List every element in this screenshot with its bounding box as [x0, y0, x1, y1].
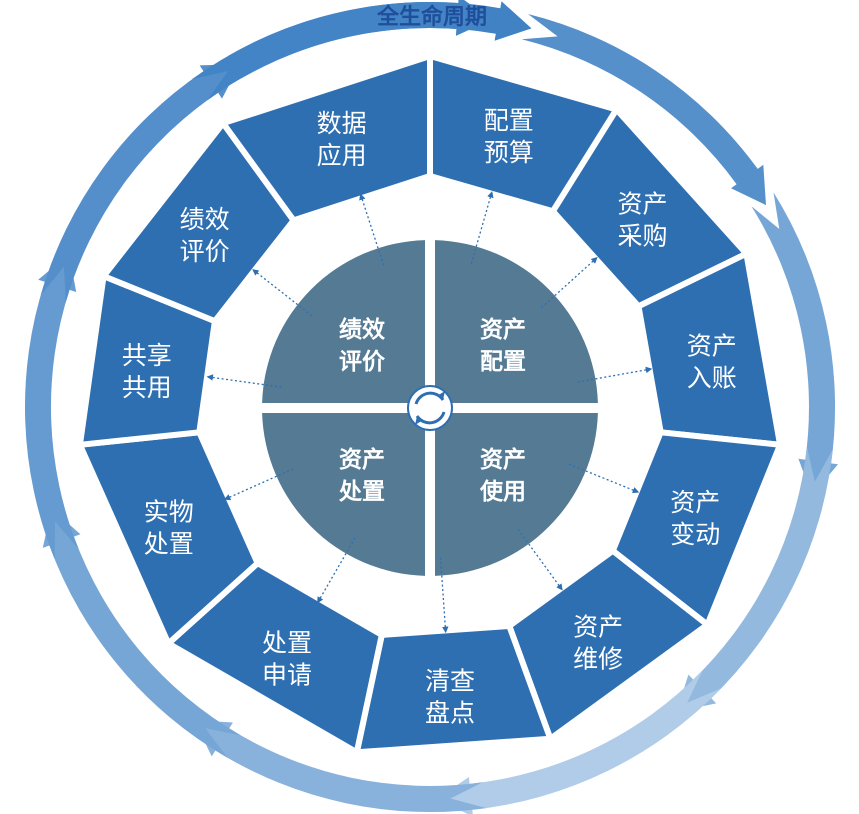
- cycle-arrow-segment: [521, 14, 766, 206]
- connector-arrows: [206, 191, 653, 634]
- outer-segment-label: 处置: [262, 629, 312, 658]
- inner-quadrant-label: 资产: [480, 446, 526, 473]
- connector-arrow: [541, 256, 598, 309]
- outer-segment-label: 资产: [617, 190, 667, 219]
- inner-quadrant-label: 资产: [480, 316, 526, 343]
- connector-arrow: [223, 468, 294, 501]
- outer-segment-label: 采购: [617, 222, 667, 251]
- inner-core: [262, 240, 598, 576]
- connector-arrow: [517, 529, 563, 591]
- inner-quadrant: [435, 240, 598, 403]
- outer-segment-label: 数据: [317, 109, 367, 138]
- outer-segment-label: 配置: [484, 106, 534, 135]
- outer-segment-label: 盘点: [425, 698, 475, 727]
- inner-quadrant-label: 使用: [479, 479, 526, 505]
- connector-arrow: [359, 193, 385, 266]
- cycle-arrow-segment: [191, 0, 492, 101]
- outer-segment-label: 变动: [670, 520, 720, 549]
- inner-quadrant-label: 绩效: [339, 316, 385, 343]
- outer-segment-label: 应用: [317, 141, 367, 170]
- cycle-arrow-segment: [24, 253, 79, 559]
- connector-arrow: [206, 374, 282, 388]
- outer-ring-labels: 配置预算资产采购资产入账资产变动资产维修清查盘点处置申请实物处置共享共用绩效评价…: [122, 106, 737, 727]
- connector-arrow: [252, 268, 313, 317]
- inner-quadrant: [262, 413, 425, 576]
- inner-quadrant: [262, 240, 425, 403]
- cycle-arrow-segment: [436, 670, 722, 814]
- connector-arrow: [568, 463, 640, 494]
- outer-segment-label: 绩效: [180, 205, 230, 234]
- outer-segment-label: 实物: [144, 497, 194, 526]
- connector-arrow: [577, 366, 653, 383]
- outer-segment-label: 资产: [573, 612, 623, 641]
- outer-segment-label: 预算: [484, 138, 534, 167]
- inner-quadrant-label: 配置: [480, 349, 526, 375]
- outer-segment-label: 资产: [687, 331, 737, 360]
- diagram-title: 全生命周期: [376, 4, 487, 30]
- connector-arrow: [439, 557, 449, 634]
- cycle-arrow-segment: [42, 508, 241, 758]
- outer-segment-label: 维修: [573, 644, 623, 673]
- outer-segment-label: 资产: [670, 488, 720, 517]
- inner-quadrant-label: 资产: [339, 446, 385, 473]
- outer-segment-label: 共用: [122, 373, 172, 402]
- connector-arrow: [316, 537, 356, 604]
- outer-segment-label: 申请: [262, 661, 312, 690]
- cycle-icon: [407, 385, 453, 431]
- outer-ring: [75, 51, 785, 757]
- inner-quadrant-label: 评价: [339, 349, 386, 375]
- inner-quadrant: [435, 413, 598, 576]
- connector-arrow: [470, 191, 494, 264]
- cycle-arrow-segment: [194, 720, 487, 813]
- inner-quadrant-label: 处置: [338, 479, 385, 505]
- outer-segment-label: 清查: [425, 666, 475, 695]
- cycle-arrow-segment: [751, 192, 838, 496]
- outer-segment-label: 入账: [687, 363, 737, 392]
- outer-segment-label: 评价: [180, 237, 230, 266]
- outer-segment: [218, 51, 433, 224]
- outer-segment-label: 处置: [144, 529, 194, 558]
- outer-segment-label: 共享: [122, 341, 172, 370]
- cycle-arrow-ring: [24, 0, 838, 814]
